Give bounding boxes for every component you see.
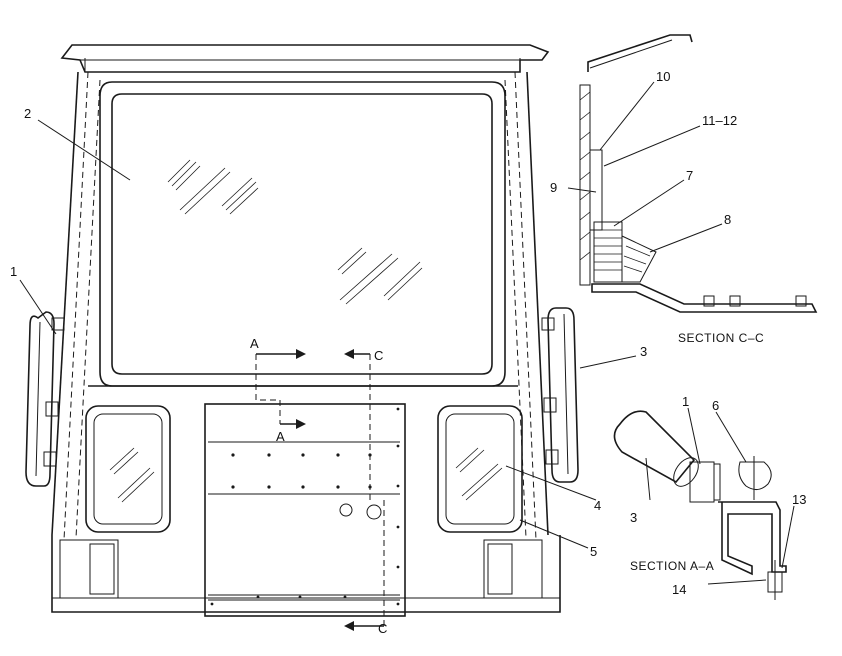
handrail-left [25,311,65,487]
callout-6: 6 [712,398,719,413]
callout-10: 10 [656,69,670,84]
lower-left-window [85,405,171,533]
section-c-c-title: SECTION C–C [678,331,764,345]
callout-4: 4 [594,498,601,513]
callout-5: 5 [590,544,597,559]
cab-body [51,44,561,613]
section-a-a-title: SECTION A–A [630,559,714,573]
center-rear-panel [204,403,406,617]
section-cut-marks [255,349,385,631]
section-mark-a-low: A [276,429,285,444]
section-mark-c-bottom: C [378,621,387,636]
callout-2: 2 [24,106,31,121]
section-a-a-drawing [613,407,795,600]
callout-11-12: 11–12 [702,113,737,128]
callout-1-section: 1 [682,394,689,409]
callout-7: 7 [686,168,693,183]
lower-right-window [437,405,523,533]
section-mark-a-top: A [250,336,259,351]
callout-13: 13 [792,492,806,507]
callout-8: 8 [724,212,731,227]
callout-9: 9 [550,180,557,195]
callout-3: 3 [640,344,647,359]
section-mark-c-top: C [374,348,383,363]
handrail-right [541,307,579,483]
callout-14: 14 [672,582,686,597]
callout-3-section: 3 [630,510,637,525]
callout-1: 1 [10,264,17,279]
rear-window [99,81,506,387]
leader-lines [19,119,637,549]
section-c-c-drawing [567,34,818,313]
